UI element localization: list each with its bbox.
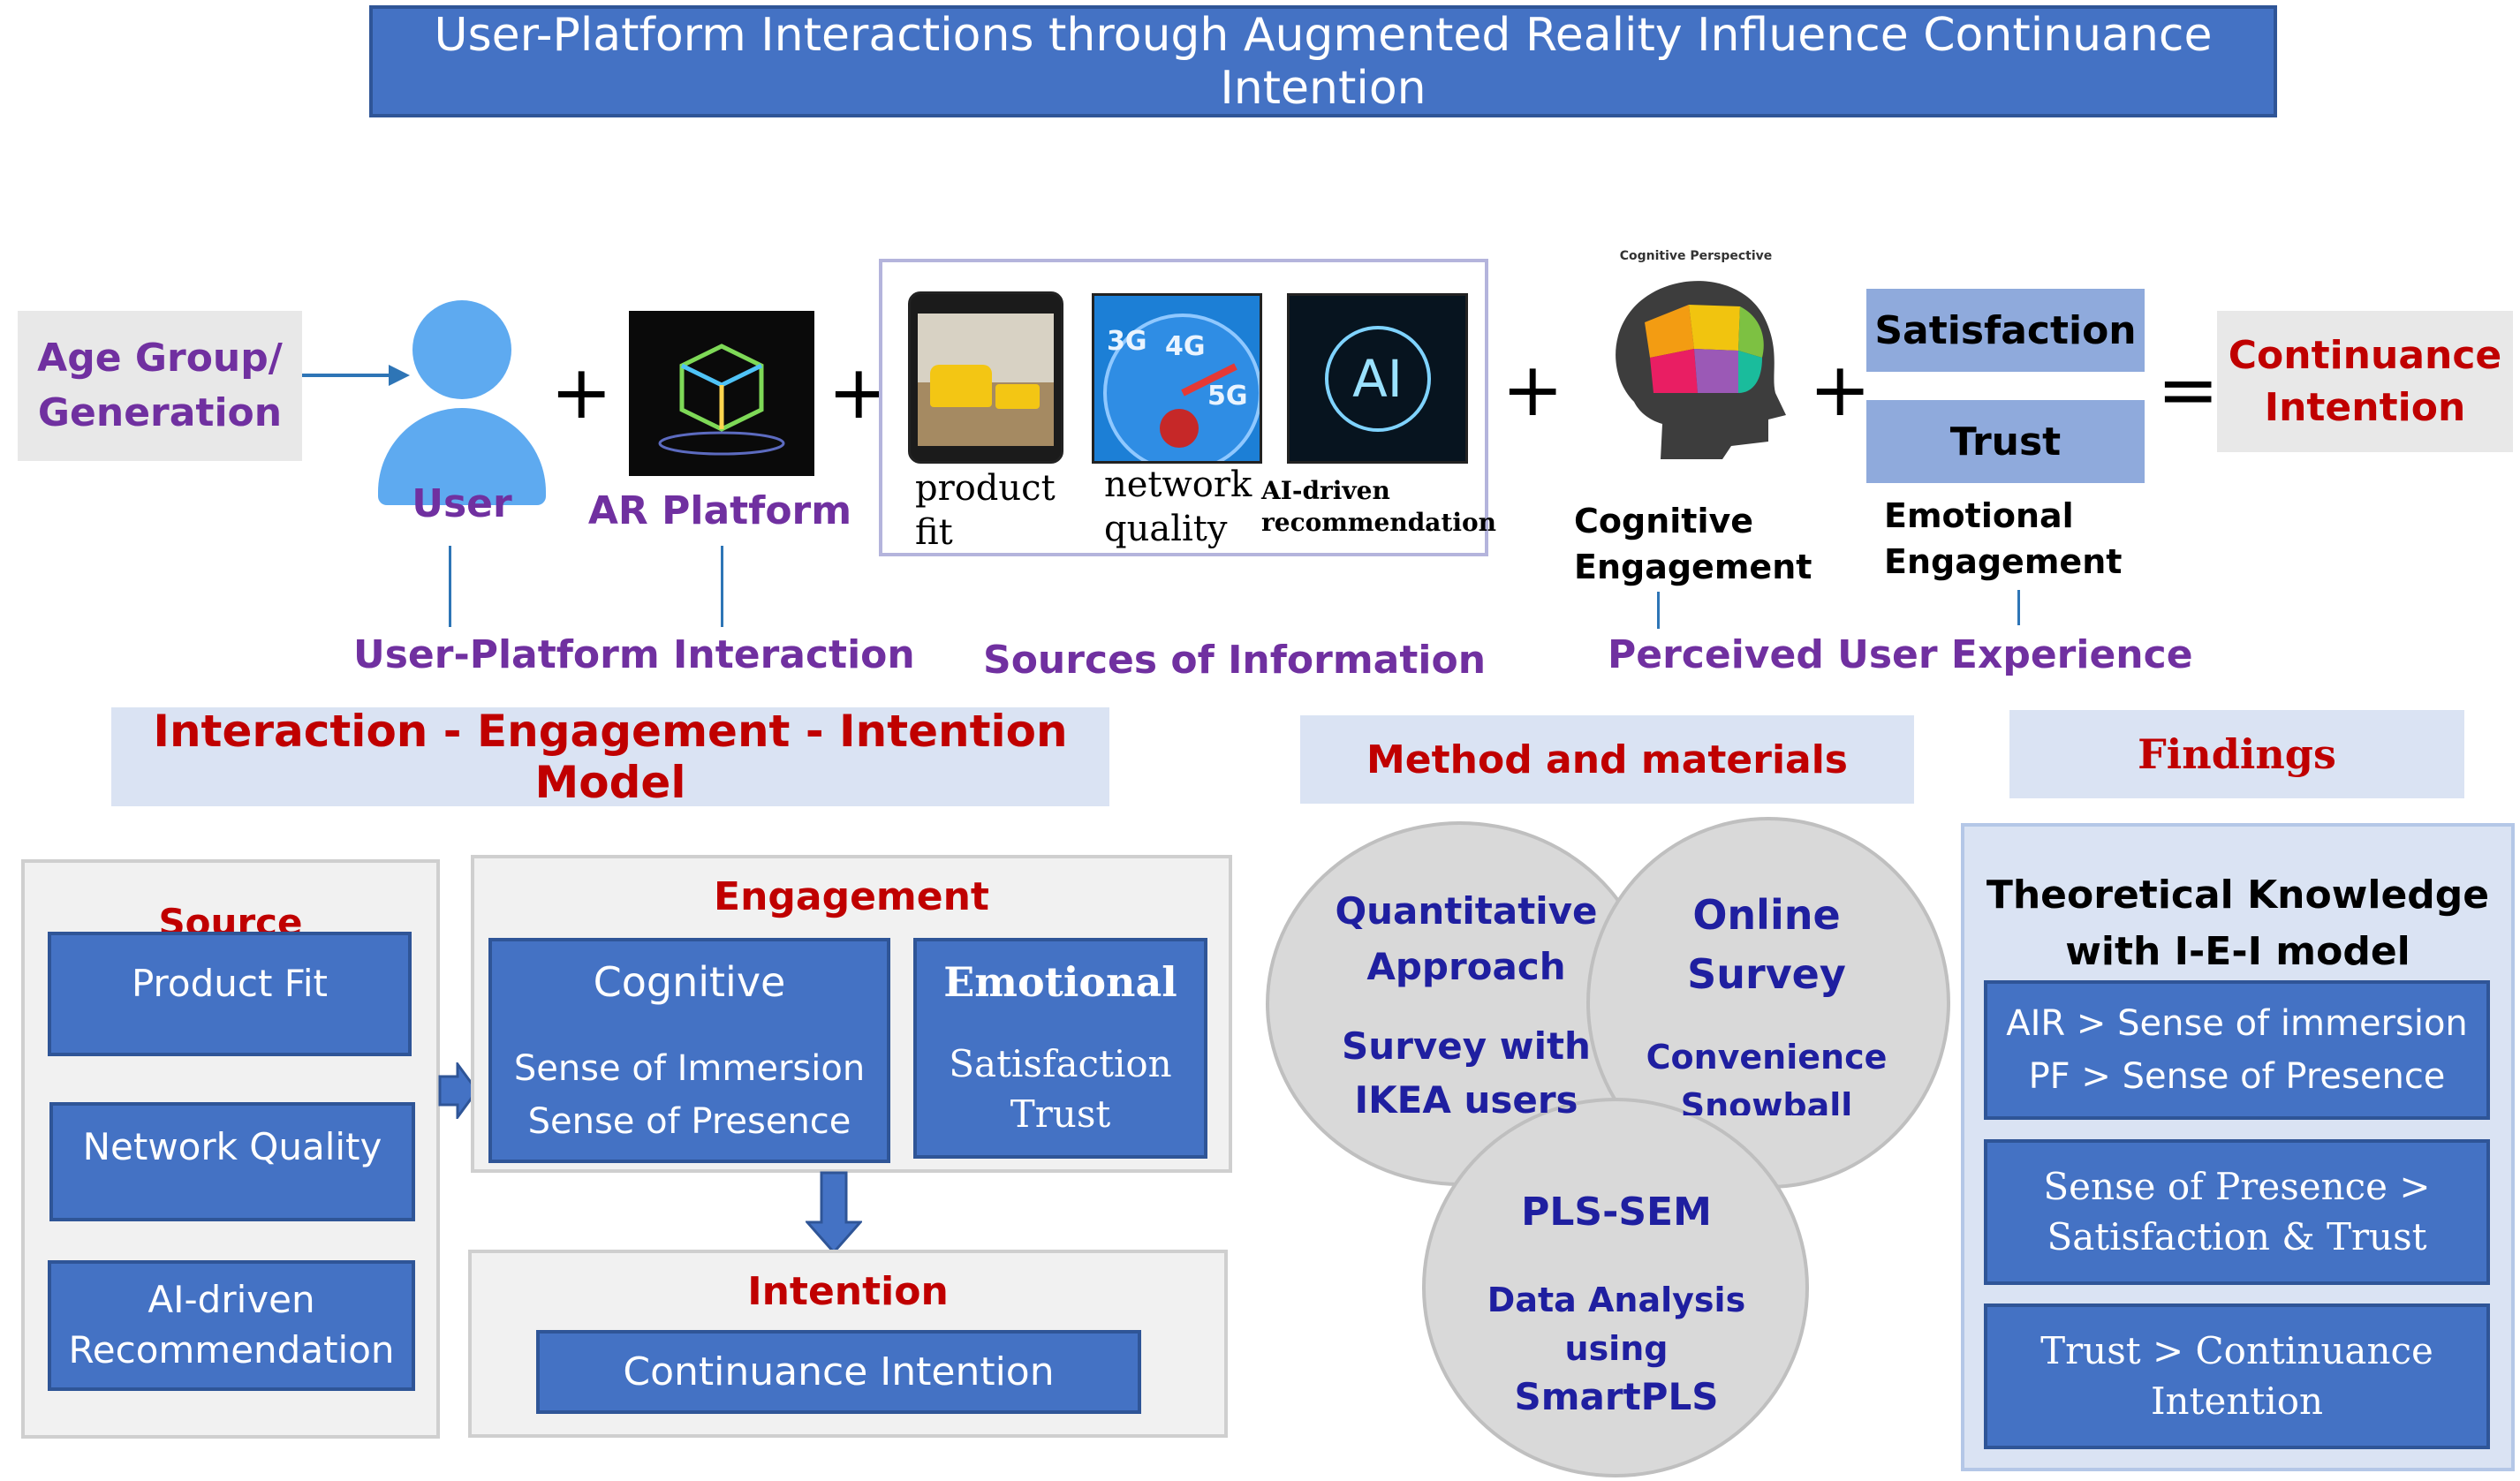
survey-ikea-text: Survey with IKEA users (1342, 1024, 1591, 1122)
diagram-title: User-Platform Interactions through Augme… (369, 5, 2277, 117)
sampling-text-clip: Convenience Snowball (1634, 1033, 1899, 1115)
source-item-product-fit: Product Fit (48, 932, 412, 1056)
cognitive-box (488, 938, 890, 1163)
finding-item: Sense of Presence > Satisfaction & Trust (1984, 1139, 2490, 1285)
network-speedometer-image: 3G 4G 5G (1092, 293, 1262, 464)
online-survey-title: Online Survey (1687, 891, 1846, 998)
model-heading: Interaction - Engagement - Intention Mod… (111, 706, 1109, 808)
cognitive-items: Sense of Immersion Sense of Presence (513, 1048, 866, 1142)
connector-line (1657, 592, 1660, 629)
plus-sign: + (550, 349, 613, 435)
emotional-title: Emotional (943, 958, 1177, 1006)
equals-sign: = (2157, 346, 2220, 433)
method-heading: Method and materials (1300, 715, 1914, 804)
emotional-engagement-label: Emotional Engagement (1884, 496, 2123, 582)
cognitive-perspective-caption: Cognitive Perspective (1619, 249, 1773, 263)
engagement-label: Engagement (714, 874, 989, 919)
findings-intro: Theoretical Knowledge with I-E-I model (1986, 873, 2490, 974)
user-icon (378, 300, 546, 512)
smartpls-text: SmartPLS (1514, 1375, 1719, 1418)
ai-driven-label: AI-driven recommendation (1261, 476, 1497, 538)
ar-platform-label: AR Platform (587, 488, 852, 533)
phone-sofa-image (908, 291, 1063, 464)
arrow-down-icon (806, 1171, 862, 1254)
finding-item: AIR > Sense of immersion PF > Sense of P… (1984, 980, 2490, 1120)
connector-line (721, 546, 723, 627)
cognitive-title: Cognitive (593, 958, 786, 1006)
satisfaction-box: Satisfaction (1866, 289, 2145, 372)
trust-box: Trust (1866, 400, 2145, 483)
connector-line (449, 546, 451, 627)
sampling-text: Convenience Snowball (1646, 1038, 1888, 1115)
sources-of-information-label: Sources of Information (983, 638, 1487, 683)
continuance-intention-box: Continuance Intention (2217, 311, 2513, 452)
ai-chip-image: AI (1287, 293, 1468, 464)
arrow-right-icon (438, 1062, 479, 1119)
intention-label: Intention (747, 1269, 949, 1314)
continuance-intention-item: Continuance Intention (536, 1330, 1141, 1414)
source-item-ai-recommendation: AI-driven Recommendation (48, 1260, 415, 1391)
cognitive-engagement-label: Cognitive Engagement (1574, 502, 1812, 587)
network-quality-label: network quality (1104, 465, 1252, 549)
findings-heading: Findings (2009, 710, 2464, 798)
sources-box (879, 259, 1488, 556)
quantitative-approach-title: Quantitative Approach (1335, 889, 1598, 988)
emotional-box (913, 938, 1207, 1159)
age-to-user-arrow-icon (302, 365, 410, 386)
source-item-network-quality: Network Quality (49, 1102, 415, 1221)
data-analysis-text: Data Analysis using (1487, 1281, 1746, 1369)
emotional-items: Satisfaction Trust (949, 1042, 1172, 1136)
finding-item: Trust > Continuance Intention (1984, 1303, 2490, 1449)
age-group-box: Age Group/ Generation (18, 311, 302, 461)
pls-sem-title: PLS-SEM (1521, 1190, 1712, 1235)
user-platform-interaction-label: User-Platform Interaction (353, 632, 915, 677)
pls-sem-circle (1422, 1098, 1809, 1477)
brain-head-icon (1616, 281, 1786, 459)
connector-line (2017, 590, 2020, 625)
perceived-user-experience-label: Perceived User Experience (1608, 632, 2193, 677)
ar-cube-icon (629, 311, 814, 476)
plus-sign: + (1809, 346, 1872, 433)
plus-sign: + (1502, 346, 1564, 433)
user-label: User (412, 481, 512, 526)
product-fit-label: product fit (915, 468, 1056, 553)
